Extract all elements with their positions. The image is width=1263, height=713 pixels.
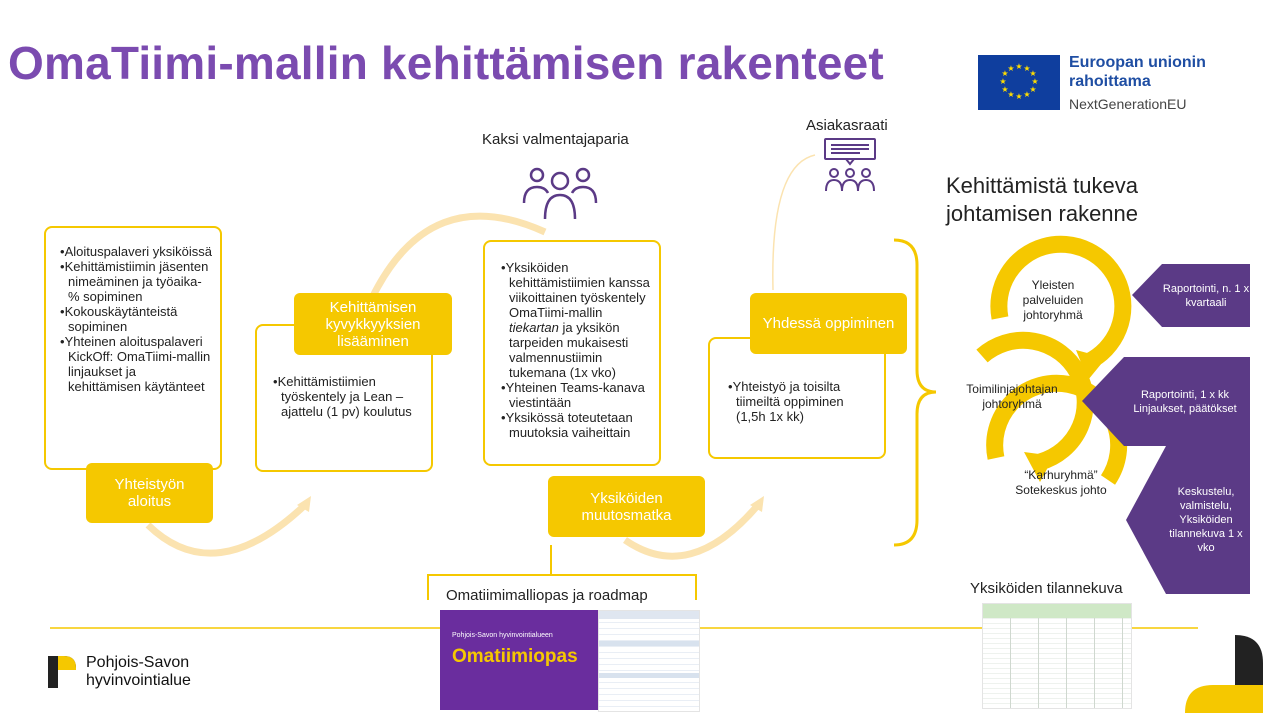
svg-text:★: ★ bbox=[1007, 64, 1014, 73]
stage-3-item-emphasis: tiekartan bbox=[509, 320, 559, 335]
guide-bracket bbox=[427, 545, 697, 600]
arrow-2-text: Raportointi, 1 x kk Linjaukset, päätökse… bbox=[1133, 388, 1237, 415]
panel-label: Asiakasraati bbox=[806, 117, 888, 134]
guide-cover-title: Omatiimiopas bbox=[452, 646, 578, 667]
eu-line-1: Euroopan unionin bbox=[1069, 54, 1206, 71]
stage-1-item: Kokouskäytänteistä sopiminen bbox=[60, 304, 212, 334]
svg-text:★: ★ bbox=[1007, 90, 1014, 99]
panel-connector bbox=[772, 154, 816, 291]
ring-2 bbox=[976, 331, 1094, 471]
arc-bottom-2 bbox=[623, 502, 761, 560]
stage-1-item: Kehittämistiimin jäsenten nimeäminen ja … bbox=[60, 259, 212, 304]
footer-org-line-1: Pohjois-Savon bbox=[86, 654, 190, 671]
stage-1-list: Aloituspalaveri yksiköissä Kehittämistii… bbox=[60, 244, 212, 394]
status-label: Yksiköiden tilannekuva bbox=[970, 580, 1123, 597]
svg-text:★: ★ bbox=[1029, 69, 1036, 78]
customer-panel-icon bbox=[824, 138, 876, 192]
coaches-label: Kaksi valmentajaparia bbox=[482, 131, 629, 148]
eu-line-2: rahoittama bbox=[1069, 73, 1151, 90]
arrow-3-shape bbox=[1126, 446, 1250, 594]
stage-3-item: Yksikössä toteutetaan muutoksia vaiheitt… bbox=[501, 410, 651, 440]
roadmap-thumbnail bbox=[598, 610, 700, 712]
stage-4-list: Yhteistyö ja toisilta tiimeiltä oppimine… bbox=[728, 379, 876, 424]
group-general-services: Yleisten palveluiden johtoryhmä bbox=[1022, 278, 1084, 322]
svg-text:★: ★ bbox=[1001, 69, 1008, 78]
stage-2-item: Kehittämistiimien työskentely ja Lean – … bbox=[273, 374, 423, 419]
stage-4-box: Yhteistyö ja toisilta tiimeiltä oppimine… bbox=[708, 337, 886, 459]
guide-cover: Pohjois-Savon hyvinvointialueen Omatiimi… bbox=[440, 610, 598, 710]
stage-1-label: Yhteistyön aloitus bbox=[86, 463, 213, 523]
leadership-rings bbox=[976, 235, 1132, 485]
page-title: OmaTiimi-mallin kehittämisen rakenteet bbox=[8, 37, 884, 89]
svg-text:★: ★ bbox=[1015, 92, 1022, 101]
leadership-brace bbox=[893, 238, 937, 547]
stage-3-item: Yksiköiden kehittämistiimien kanssa viik… bbox=[501, 260, 651, 380]
arrow-1-text: Raportointi, n. 1 x kvartaali bbox=[1162, 282, 1250, 309]
arrow-3-text: Keskustelu, valmistelu, Yksiköiden tilan… bbox=[1169, 486, 1243, 554]
stage-3-box: Yksiköiden kehittämistiimien kanssa viik… bbox=[483, 240, 661, 466]
corner-decoration bbox=[1185, 635, 1263, 713]
stage-2-label: Kehittämisen kyvykkyyksien lisääminen bbox=[294, 293, 452, 355]
stage-2-list: Kehittämistiimien työskentely ja Lean – … bbox=[273, 374, 423, 419]
arc-top-1 bbox=[368, 212, 547, 300]
svg-text:★: ★ bbox=[1023, 90, 1030, 99]
leadership-title: Kehittämistä tukeva johtamisen rakenne bbox=[946, 173, 1139, 226]
arrowhead-1 bbox=[297, 496, 311, 512]
group-karhu: “Karhuryhmä” Sotekeskus johto bbox=[1015, 468, 1107, 497]
stage-1-item: Aloituspalaveri yksiköissä bbox=[60, 244, 212, 259]
arrowhead-2 bbox=[750, 496, 764, 512]
arrow-2-shape bbox=[1082, 357, 1250, 446]
stage-3-list: Yksiköiden kehittämistiimien kanssa viik… bbox=[501, 260, 651, 440]
group-service-line: Toimilinjajohtajan johtoryhmä bbox=[966, 382, 1058, 411]
ring-1 bbox=[990, 235, 1132, 370]
svg-text:★: ★ bbox=[999, 77, 1006, 86]
stage-3-item: Yhteinen Teams-kanava viestintään bbox=[501, 380, 651, 410]
ring-1-arrowhead bbox=[1076, 350, 1106, 380]
guide-cover-org: Pohjois-Savon hyvinvointialueen bbox=[452, 632, 553, 639]
eu-nextgen-text: NextGenerationEU bbox=[1069, 96, 1187, 112]
stage-3-item-text: Yksiköiden kehittämistiimien kanssa viik… bbox=[505, 260, 650, 320]
svg-text:★: ★ bbox=[1015, 62, 1022, 71]
eu-flag-icon: ★★★ ★★★ ★★★ ★★★ bbox=[978, 55, 1060, 110]
svg-text:★: ★ bbox=[1023, 64, 1030, 73]
stage-1-box: Aloituspalaveri yksiköissä Kehittämistii… bbox=[44, 226, 222, 470]
team-icon bbox=[522, 167, 598, 220]
pohjois-savo-logo-icon bbox=[48, 656, 76, 688]
stage-3-item-text: ja yksikön tarpeiden mukaisesti valmennu… bbox=[509, 320, 629, 380]
ring-2-arrowhead bbox=[1024, 452, 1054, 482]
svg-text:★: ★ bbox=[1031, 77, 1038, 86]
stage-4-item: Yhteistyö ja toisilta tiimeiltä oppimine… bbox=[728, 379, 876, 424]
stage-4-label: Yhdessä oppiminen bbox=[750, 293, 907, 354]
stage-1-item: Yhteinen aloituspalaveri KickOff: OmaTii… bbox=[60, 334, 212, 394]
ring-3 bbox=[986, 374, 1128, 485]
arrow-1-shape bbox=[1132, 264, 1250, 327]
footer-org-name: Pohjois-Savon hyvinvointialue bbox=[86, 654, 191, 690]
stage-3-label: Yksiköiden muutosmatka bbox=[548, 476, 705, 537]
svg-text:★: ★ bbox=[1029, 85, 1036, 94]
eu-funding-text: Euroopan unionin rahoittama bbox=[1069, 53, 1206, 91]
guide-label: Omatiimimalliopas ja roadmap bbox=[446, 587, 648, 604]
svg-text:★: ★ bbox=[1001, 85, 1008, 94]
footer-org-line-2: hyvinvointialue bbox=[86, 672, 191, 689]
status-sheet-thumbnail bbox=[982, 603, 1132, 709]
arc-bottom-1 bbox=[145, 502, 308, 557]
